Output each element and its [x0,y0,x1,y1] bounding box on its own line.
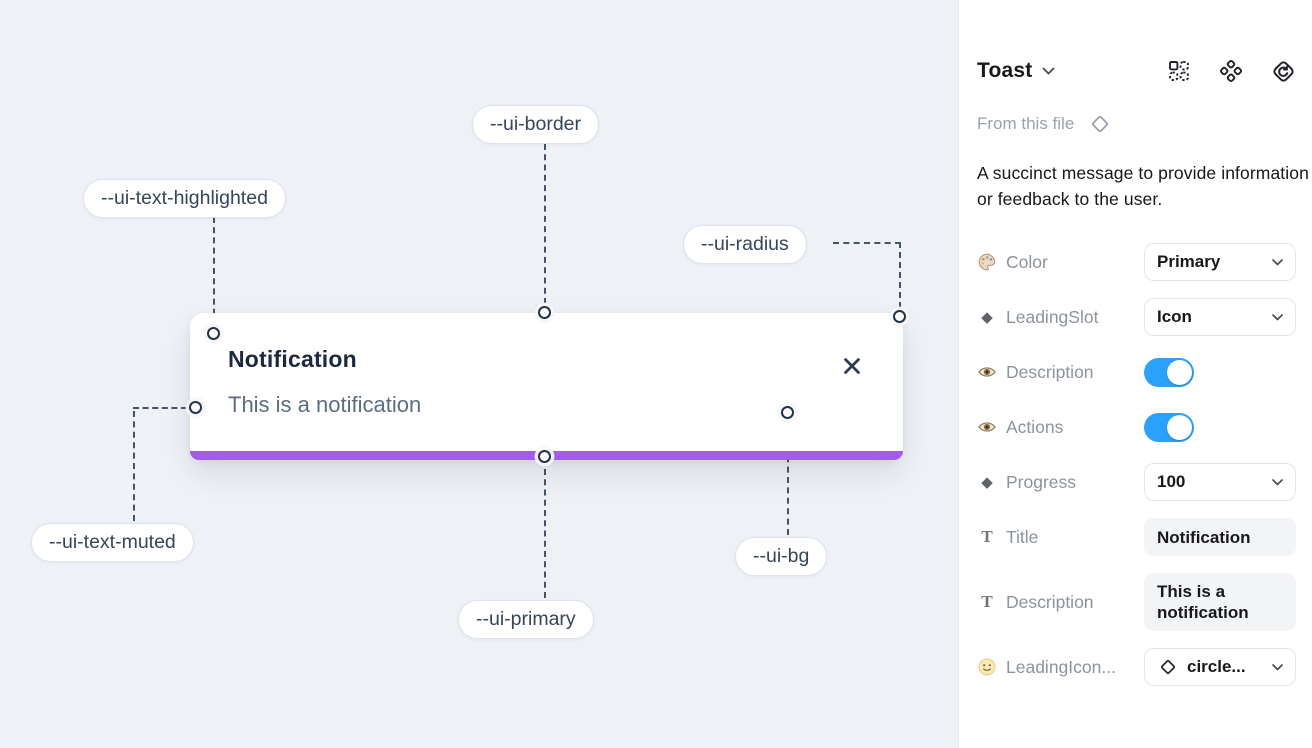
chevron-down-icon [1272,313,1283,320]
prop-label-color: Color [1006,251,1048,272]
text-icon: T [981,592,993,611]
props-list: Color Primary ◆ LeadingSlot Icon [977,243,1296,686]
component-set-icon[interactable] [1218,58,1244,84]
reset-instance-icon[interactable] [1270,58,1296,84]
annotation-pill-ui-bg: --ui-bg [735,537,828,576]
x-close-icon [841,355,863,377]
palette-icon [977,252,997,272]
diamond-outline-icon [1157,656,1179,678]
connector-line-ui-text-muted-h [133,407,187,409]
chevron-down-icon [1272,258,1283,265]
source-row: From this file [977,110,1296,138]
prop-row-leading-icon: LeadingIcon... circle... [977,648,1296,686]
connector-line-ui-radius-v [899,242,901,308]
prop-row-description-field: T Description This is a notification [977,573,1296,631]
connector-dot-ui-text-muted [189,401,202,414]
prop-row-description-toggle: Description [977,353,1296,391]
description-field[interactable]: This is a notification [1144,573,1296,631]
annotation-pill-ui-border: --ui-border [472,105,600,144]
prop-label-title: Title [1006,526,1039,547]
properties-panel: Toast [958,0,1312,748]
color-dropdown[interactable]: Primary [1144,243,1296,281]
chevron-down-icon [1272,663,1283,670]
annotation-pill-ui-text-highlighted: --ui-text-highlighted [83,179,286,218]
annotation-pill-ui-text-muted: --ui-text-muted [31,523,194,562]
title-field[interactable]: Notification [1144,518,1296,556]
diamond-icon: ◆ [981,473,993,491]
connector-line-ui-text-highlighted [213,217,215,325]
toggle-knob [1167,359,1192,385]
prop-row-leading-slot: ◆ LeadingSlot Icon [977,298,1296,336]
annotation-pill-ui-primary: --ui-primary [458,600,594,639]
prop-label-actions-toggle: Actions [1006,416,1064,437]
chevron-down-icon [1272,478,1283,485]
component-description: A succinct message to provide informatio… [977,163,1309,209]
prop-row-color: Color Primary [977,243,1296,281]
prop-label-description-toggle: Description [1006,361,1094,382]
leading-slot-dropdown[interactable]: Icon [1144,298,1296,336]
actions-toggle[interactable] [1144,412,1194,442]
component-title: Toast [977,59,1033,82]
text-icon: T [981,527,993,546]
canvas: Notification This is a notification --ui… [31,105,906,639]
toast-title: Notification [228,346,357,372]
diamond-icon: ◆ [981,308,993,326]
panel-header: Toast [977,56,1296,86]
toast-close-button[interactable] [839,353,865,379]
connector-line-ui-text-muted-v [133,411,135,521]
connector-dot-ui-border [538,306,551,319]
connector-dot-ui-primary [538,450,551,463]
progress-dropdown[interactable]: 100 [1144,463,1296,501]
connector-dot-ui-bg [781,406,794,419]
annotation-pill-ui-radius: --ui-radius [683,225,807,264]
prop-row-progress: ◆ Progress 100 [977,463,1296,501]
variants-icon[interactable] [1166,58,1192,84]
connector-line-ui-primary [544,469,546,598]
prop-label-progress: Progress [1006,471,1077,492]
toast-description: This is a notification [228,392,422,417]
connector-dot-ui-radius [893,310,906,323]
connector-line-ui-bg [787,425,789,535]
prop-label-leading-icon: LeadingIcon... [1006,656,1116,677]
prop-label-description-field: Description [1006,591,1094,612]
prop-row-actions-toggle: Actions [977,408,1296,446]
connector-line-ui-radius-h [833,242,901,244]
description-toggle[interactable] [1144,357,1194,387]
source-label: From this file [977,114,1075,133]
connector-line-ui-border [544,144,546,304]
prop-row-title: T Title Notification [977,518,1296,556]
prop-label-leading-slot: LeadingSlot [1006,306,1099,327]
eye-icon [977,362,997,382]
chevron-down-icon[interactable] [1042,67,1055,75]
connector-dot-ui-text-highlighted [207,327,220,340]
component-diamond-icon [1086,110,1114,138]
leading-icon-dropdown[interactable]: circle... [1144,648,1296,686]
smiley-icon [977,657,997,677]
toast-preview: Notification This is a notification [190,313,903,460]
toggle-knob [1167,414,1192,440]
eye-icon [977,417,997,437]
